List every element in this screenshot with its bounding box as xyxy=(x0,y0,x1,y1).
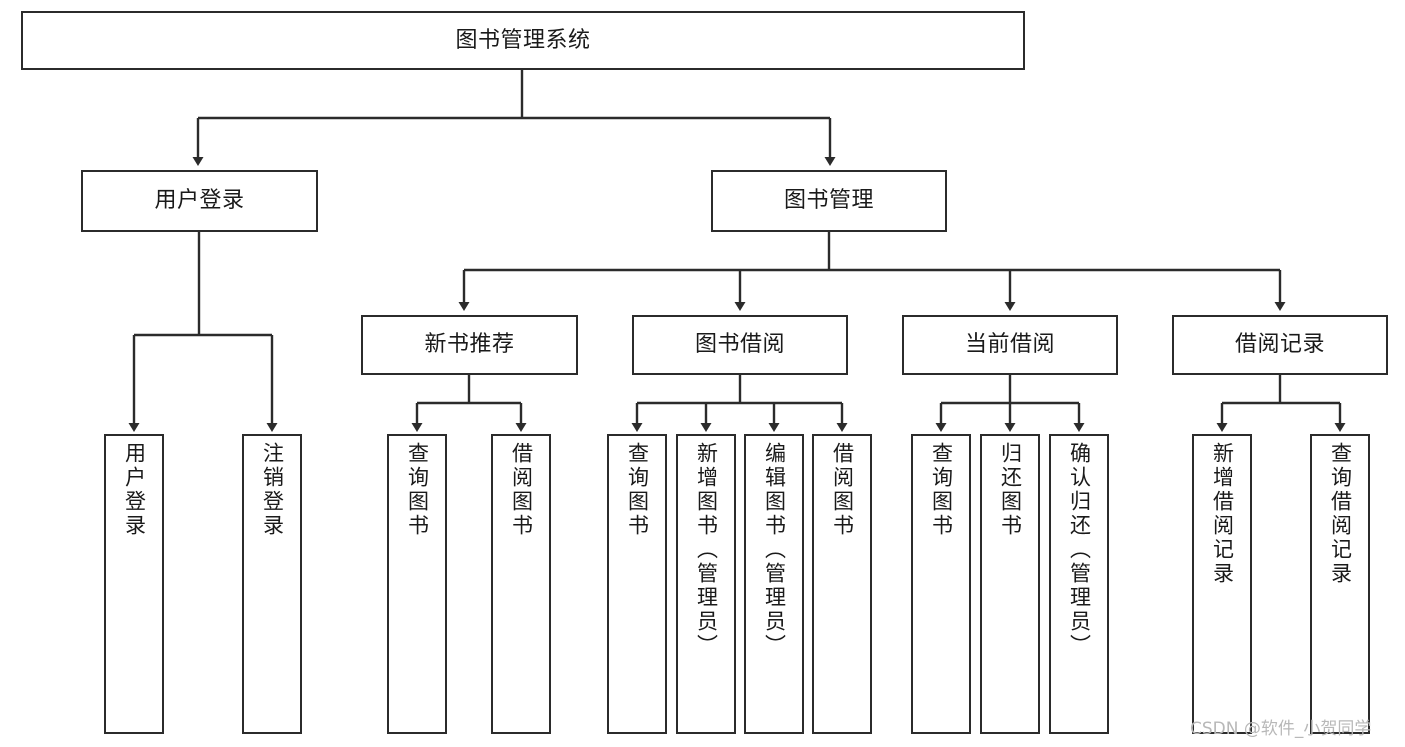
node-leaf-rec-borrow-label: 借阅图书 xyxy=(509,442,534,538)
node-leaf-cur-confirm-label: 确认归还（管理员） xyxy=(1067,442,1092,658)
node-leaf-rec-add-label: 新增借阅记录 xyxy=(1210,442,1235,586)
node-leaf-borrow-edit-label: 编辑图书（管理员） xyxy=(762,442,787,658)
node-book-borrow[interactable]: 图书借阅 xyxy=(632,315,848,375)
node-leaf-rec-borrow[interactable]: 借阅图书 xyxy=(491,434,551,734)
node-leaf-rec-query-label: 查询图书 xyxy=(405,442,430,538)
node-leaf-cur-query[interactable]: 查询图书 xyxy=(911,434,971,734)
node-leaf-borrow-query-label: 查询图书 xyxy=(625,442,650,538)
node-leaf-borrow-edit[interactable]: 编辑图书（管理员） xyxy=(744,434,804,734)
node-leaf-user-login[interactable]: 用户登录 xyxy=(104,434,164,734)
node-borrow-record[interactable]: 借阅记录 xyxy=(1172,315,1388,375)
node-leaf-rec-query2-label: 查询借阅记录 xyxy=(1328,442,1353,586)
node-leaf-borrow-do-label: 借阅图书 xyxy=(830,442,855,538)
node-leaf-cur-return[interactable]: 归还图书 xyxy=(980,434,1040,734)
node-leaf-cur-query-label: 查询图书 xyxy=(929,442,954,538)
node-current-borrow[interactable]: 当前借阅 xyxy=(902,315,1118,375)
node-leaf-cur-confirm[interactable]: 确认归还（管理员） xyxy=(1049,434,1109,734)
node-leaf-user-logout[interactable]: 注销登录 xyxy=(242,434,302,734)
node-book-manage-label: 图书管理 xyxy=(783,188,874,213)
node-borrow-record-label: 借阅记录 xyxy=(1234,332,1325,357)
node-user-login-label: 用户登录 xyxy=(154,188,245,213)
node-book-manage[interactable]: 图书管理 xyxy=(711,170,947,232)
node-leaf-borrow-do[interactable]: 借阅图书 xyxy=(812,434,872,734)
node-leaf-borrow-query[interactable]: 查询图书 xyxy=(607,434,667,734)
watermark-text: CSDN @软件_小贺同学 xyxy=(1190,719,1372,739)
node-root-label: 图书管理系统 xyxy=(455,27,591,53)
node-book-borrow-label: 图书借阅 xyxy=(694,332,785,357)
node-leaf-user-login-label: 用户登录 xyxy=(122,442,147,538)
node-leaf-cur-return-label: 归还图书 xyxy=(998,442,1023,538)
node-leaf-rec-query[interactable]: 查询图书 xyxy=(387,434,447,734)
node-leaf-borrow-add[interactable]: 新增图书（管理员） xyxy=(676,434,736,734)
node-leaf-rec-add[interactable]: 新增借阅记录 xyxy=(1192,434,1252,734)
node-new-book-rec-label: 新书推荐 xyxy=(424,332,515,357)
node-user-login[interactable]: 用户登录 xyxy=(81,170,318,232)
node-current-borrow-label: 当前借阅 xyxy=(964,332,1055,357)
node-leaf-rec-query2[interactable]: 查询借阅记录 xyxy=(1310,434,1370,734)
node-leaf-borrow-add-label: 新增图书（管理员） xyxy=(694,442,719,658)
node-leaf-user-logout-label: 注销登录 xyxy=(260,442,285,538)
node-root[interactable]: 图书管理系统 xyxy=(21,11,1025,70)
node-new-book-rec[interactable]: 新书推荐 xyxy=(361,315,578,375)
